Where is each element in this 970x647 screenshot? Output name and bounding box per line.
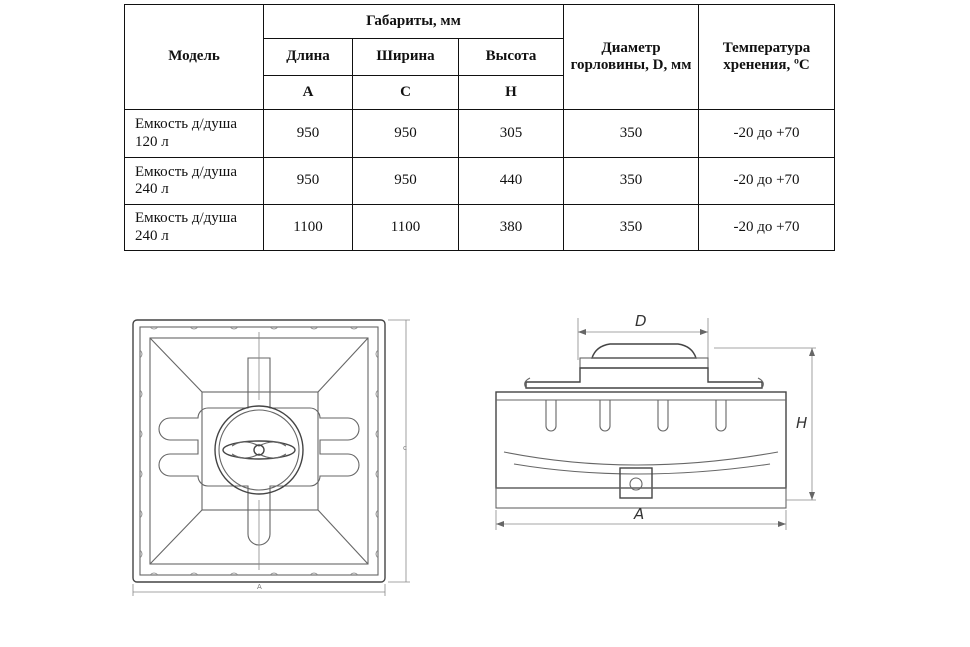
cell-height: 305 bbox=[457, 109, 565, 158]
spec-table: Модель Габариты, мм Диаметр горловины, D… bbox=[124, 4, 836, 251]
header-length: Длина bbox=[263, 38, 353, 76]
cell-model: Емкость д/душа 120 л bbox=[124, 109, 264, 158]
header-dimensions: Габариты, мм bbox=[262, 4, 565, 39]
header-storage-temp: Температура хренения, ºС bbox=[698, 4, 836, 110]
cell-width: 1100 bbox=[352, 204, 459, 251]
header-height: Высота bbox=[457, 38, 565, 76]
cell-length: 950 bbox=[263, 109, 353, 158]
cell-temp: -20 до +70 bbox=[698, 204, 836, 251]
table-row: Емкость д/душа 120 л 950 950 305 350 -20… bbox=[124, 109, 836, 158]
table-row: Емкость д/душа 240 л 950 950 440 350 -20… bbox=[124, 157, 836, 205]
header-model: Модель bbox=[124, 4, 264, 110]
header-width-code: C bbox=[352, 75, 459, 110]
table-row: Емкость д/душа 240 л 1100 1100 380 350 -… bbox=[124, 204, 836, 251]
label-d: D bbox=[635, 312, 647, 330]
label-a-side: A bbox=[633, 505, 644, 523]
label-a: A bbox=[257, 583, 262, 591]
label-c: c bbox=[403, 444, 407, 452]
cell-temp: -20 до +70 bbox=[698, 109, 836, 158]
header-length-code: A bbox=[263, 75, 353, 110]
cell-width: 950 bbox=[352, 109, 459, 158]
cell-neck: 350 bbox=[563, 109, 700, 158]
label-h: H bbox=[796, 414, 807, 432]
cell-temp: -20 до +70 bbox=[698, 157, 836, 205]
header-neck-diameter: Диаметр горловины, D, мм bbox=[563, 4, 700, 110]
header-height-code: H bbox=[457, 75, 565, 110]
cell-length: 950 bbox=[263, 157, 353, 205]
cell-height: 380 bbox=[457, 204, 565, 251]
cell-model: Емкость д/душа 240 л bbox=[124, 204, 264, 251]
tank-top-view-drawing: c A bbox=[132, 319, 410, 596]
cell-height: 440 bbox=[457, 157, 565, 205]
cell-model: Емкость д/душа 240 л bbox=[124, 157, 264, 205]
tank-side-view-drawing: D H A bbox=[495, 312, 816, 530]
cell-length: 1100 bbox=[263, 204, 353, 251]
cell-width: 950 bbox=[352, 157, 459, 205]
header-width: Ширина bbox=[352, 38, 459, 76]
cell-neck: 350 bbox=[563, 204, 700, 251]
cell-neck: 350 bbox=[563, 157, 700, 205]
